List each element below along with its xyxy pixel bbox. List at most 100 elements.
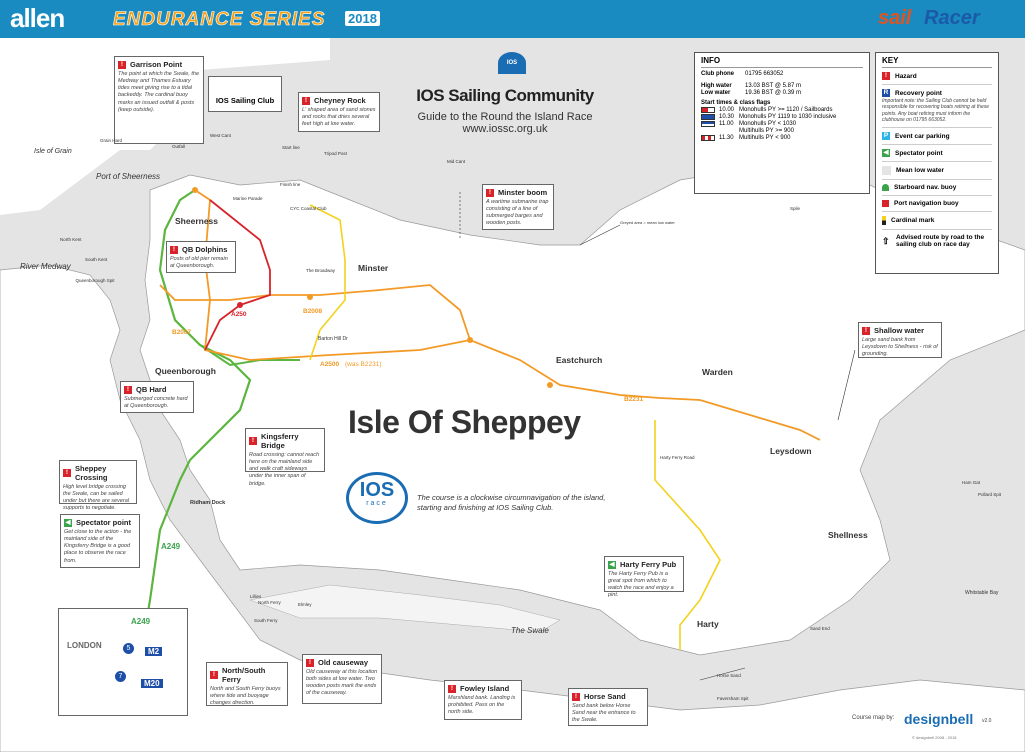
key-hazard: !Hazard <box>882 68 992 85</box>
route-red <box>204 199 271 351</box>
inset-london: LONDON <box>67 641 102 650</box>
club-url[interactable]: www.iossc.org.uk <box>462 123 548 135</box>
high-water-label: High water <box>701 83 732 89</box>
callout-title: Sheppey Crossing <box>75 464 108 482</box>
club-label: IOS Sailing Club <box>215 96 275 105</box>
hazard-icon: ! <box>249 437 257 445</box>
hazard-icon: ! <box>170 245 178 254</box>
info-title: INFO <box>701 56 863 68</box>
place-the-swale: The Swale <box>511 626 549 635</box>
mark-grain-hard: Grain Hard <box>100 138 123 143</box>
course-note: The course is a clockwise circumnavigati… <box>417 493 605 513</box>
callout-text: Get close to the action - the mainland s… <box>64 529 132 564</box>
start-time: 10.00 <box>719 107 735 113</box>
mark-south-ferry: South Ferry <box>254 618 278 623</box>
place-marine-parade: Marine Parade <box>233 196 263 201</box>
header-bar <box>0 0 1025 38</box>
callout-title: Harty Ferry Pub <box>620 560 677 569</box>
key-label: Event car parking <box>895 132 950 140</box>
inset-road-map: A249 LONDON M2 M20 5 7 <box>58 608 188 716</box>
route-yellow <box>309 204 346 361</box>
inset-a249: A249 <box>131 617 151 626</box>
key-advised-route: ⇧Advised route by road to the sailing cl… <box>882 230 992 252</box>
place-isle-of-grain: Isle of Grain <box>34 148 72 155</box>
start-class: Monohulls PY < 1030 <box>739 121 797 127</box>
callout-text: Submerged concrete hard at Queenborough. <box>124 396 188 410</box>
mark-qb-spit: Queenborough Spit <box>75 278 115 283</box>
key-cardinal: Cardinal mark <box>882 212 992 230</box>
ios-race-text: IOS <box>359 479 395 501</box>
designbell-logo: designbell <box>904 711 974 727</box>
key-label: Hazard <box>895 72 917 80</box>
place-sheerness: Sheerness <box>175 216 218 226</box>
sheppey-land <box>139 167 1025 656</box>
hazard-icon: ! <box>572 692 580 701</box>
high-water: 13.03 BST @ 5.87 m <box>745 83 802 89</box>
start-row: Multihulls PY >= 900 <box>701 128 863 134</box>
race-text: race <box>366 500 388 507</box>
road-b2008: B2008 <box>303 308 323 315</box>
key-label: Port navigation buoy <box>894 200 959 207</box>
map-credit: Course map by: <box>852 715 895 721</box>
hazard-icon: ! <box>63 469 71 477</box>
road-b2007: B2007 <box>172 329 192 336</box>
inset-m2: M2 <box>145 647 163 656</box>
class-flag-icon <box>701 107 715 113</box>
leader-line <box>837 349 856 421</box>
port-buoy-icon <box>882 200 889 207</box>
hazard-icon: ! <box>306 658 314 667</box>
mark-north-kent: North Kent <box>60 237 82 242</box>
callout-text: Old causeway at this location both sides… <box>306 669 378 697</box>
waypoint-dot <box>467 337 473 343</box>
mark-south-kent: South Kent <box>85 257 108 262</box>
callout-title: QB Dolphins <box>182 245 228 254</box>
callout-minster-boom: !Minster boom A wartime submarine trap c… <box>482 184 554 230</box>
key-label: Starboard nav. buoy <box>894 184 957 191</box>
mark-lillies: Lillies <box>250 594 262 599</box>
swale-marsh <box>249 584 561 633</box>
place-minster: Minster <box>358 263 389 273</box>
callout-text: A wartime submarine trap consisting of a… <box>486 199 549 227</box>
low-water: 19.36 BST @ 0.39 m <box>745 90 802 96</box>
place-warden: Warden <box>702 367 733 377</box>
callout-horse-sand: !Horse Sand Sand bank below Horse Sand n… <box>568 688 648 726</box>
place-shellness: Shellness <box>828 530 868 540</box>
key-label: Spectator point <box>895 149 943 157</box>
class-flag-icon <box>701 135 715 141</box>
high-water-row: High water 13.03 BST @ 5.87 m <box>701 83 863 89</box>
callout-text: High level bridge crossing the Swale, ca… <box>63 484 130 512</box>
mark-sand-end: Sand End <box>810 626 830 631</box>
route-green-b <box>199 344 300 367</box>
club-heading: IOS Sailing Community Guide to the Round… <box>405 86 605 135</box>
spectator-icon: ◀ <box>64 518 72 527</box>
place-barton-hill: Barton Hill Dr <box>318 336 348 342</box>
key-label: Advised route by road to the sailing clu… <box>896 234 985 248</box>
place-finish-line: Finish line <box>280 182 301 187</box>
start-time: 11.30 <box>719 135 734 141</box>
callout-text: L' shaped area of sand stones and rocks … <box>302 107 376 128</box>
class-flag-icon <box>701 121 715 127</box>
hazard-icon: ! <box>448 684 456 693</box>
callout-harty-ferry-pub: ◀Harty Ferry Pub The Harty Ferry Pub is … <box>604 556 684 598</box>
class-flag-icon <box>701 114 715 120</box>
callout-title: QB Hard <box>136 385 167 394</box>
sailracer-logo-a: sail <box>878 7 912 29</box>
mark-tripod: Tripod Post <box>324 151 347 156</box>
mark-outfall: Outfall <box>172 144 186 149</box>
place-river-medway: River Medway <box>20 262 71 271</box>
road-a2500-note: (was B2231) <box>345 361 382 368</box>
route-green <box>138 189 252 661</box>
key-title: KEY <box>882 56 992 68</box>
waypoint-dot <box>237 302 243 308</box>
mark-pollard: Pollard Spit <box>978 492 1002 497</box>
ios-club-badge: IOS Sailing Club <box>208 76 282 112</box>
callout-shallow-water: !Shallow water Large sand bank from Leys… <box>858 322 942 358</box>
hazard-icon: ! <box>862 326 870 335</box>
